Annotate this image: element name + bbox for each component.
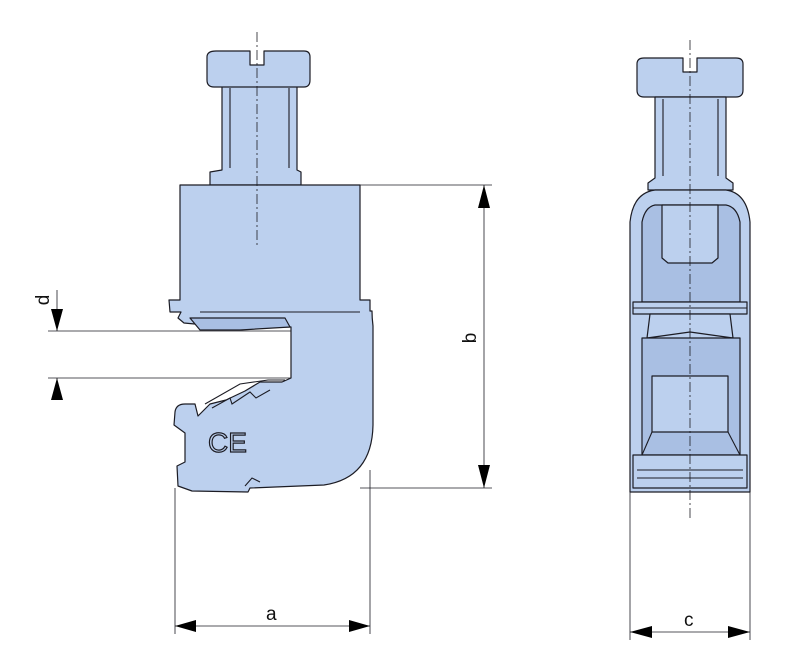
side-view: CE <box>48 32 492 634</box>
dimension-a-arrow-left <box>175 620 196 632</box>
ce-marking: CE <box>208 427 247 458</box>
dimension-d-label: d <box>33 295 54 306</box>
dimension-d-arrow-top <box>51 309 63 331</box>
dimension-c-label: c <box>684 610 694 631</box>
dimension-b-arrow-bottom <box>478 465 490 488</box>
dimension-b-arrow-top <box>478 185 490 208</box>
dimension-c-arrow-left <box>630 626 652 638</box>
dimension-c: c <box>630 610 750 638</box>
dimension-b: b <box>460 185 490 488</box>
dimension-c-arrow-right <box>728 626 750 638</box>
dimension-a-label: a <box>266 604 277 625</box>
front-screw-shank <box>647 96 734 191</box>
dimension-a-arrow-right <box>349 620 370 632</box>
side-clamp-body <box>168 184 374 493</box>
dimension-b-label: b <box>460 333 481 344</box>
dimension-a: a <box>175 604 370 632</box>
side-screw-head <box>206 50 311 88</box>
dimension-d: d <box>33 290 63 400</box>
front-view <box>629 40 751 640</box>
side-screw-shank <box>209 85 302 186</box>
dimension-d-arrow-bottom <box>51 378 63 400</box>
